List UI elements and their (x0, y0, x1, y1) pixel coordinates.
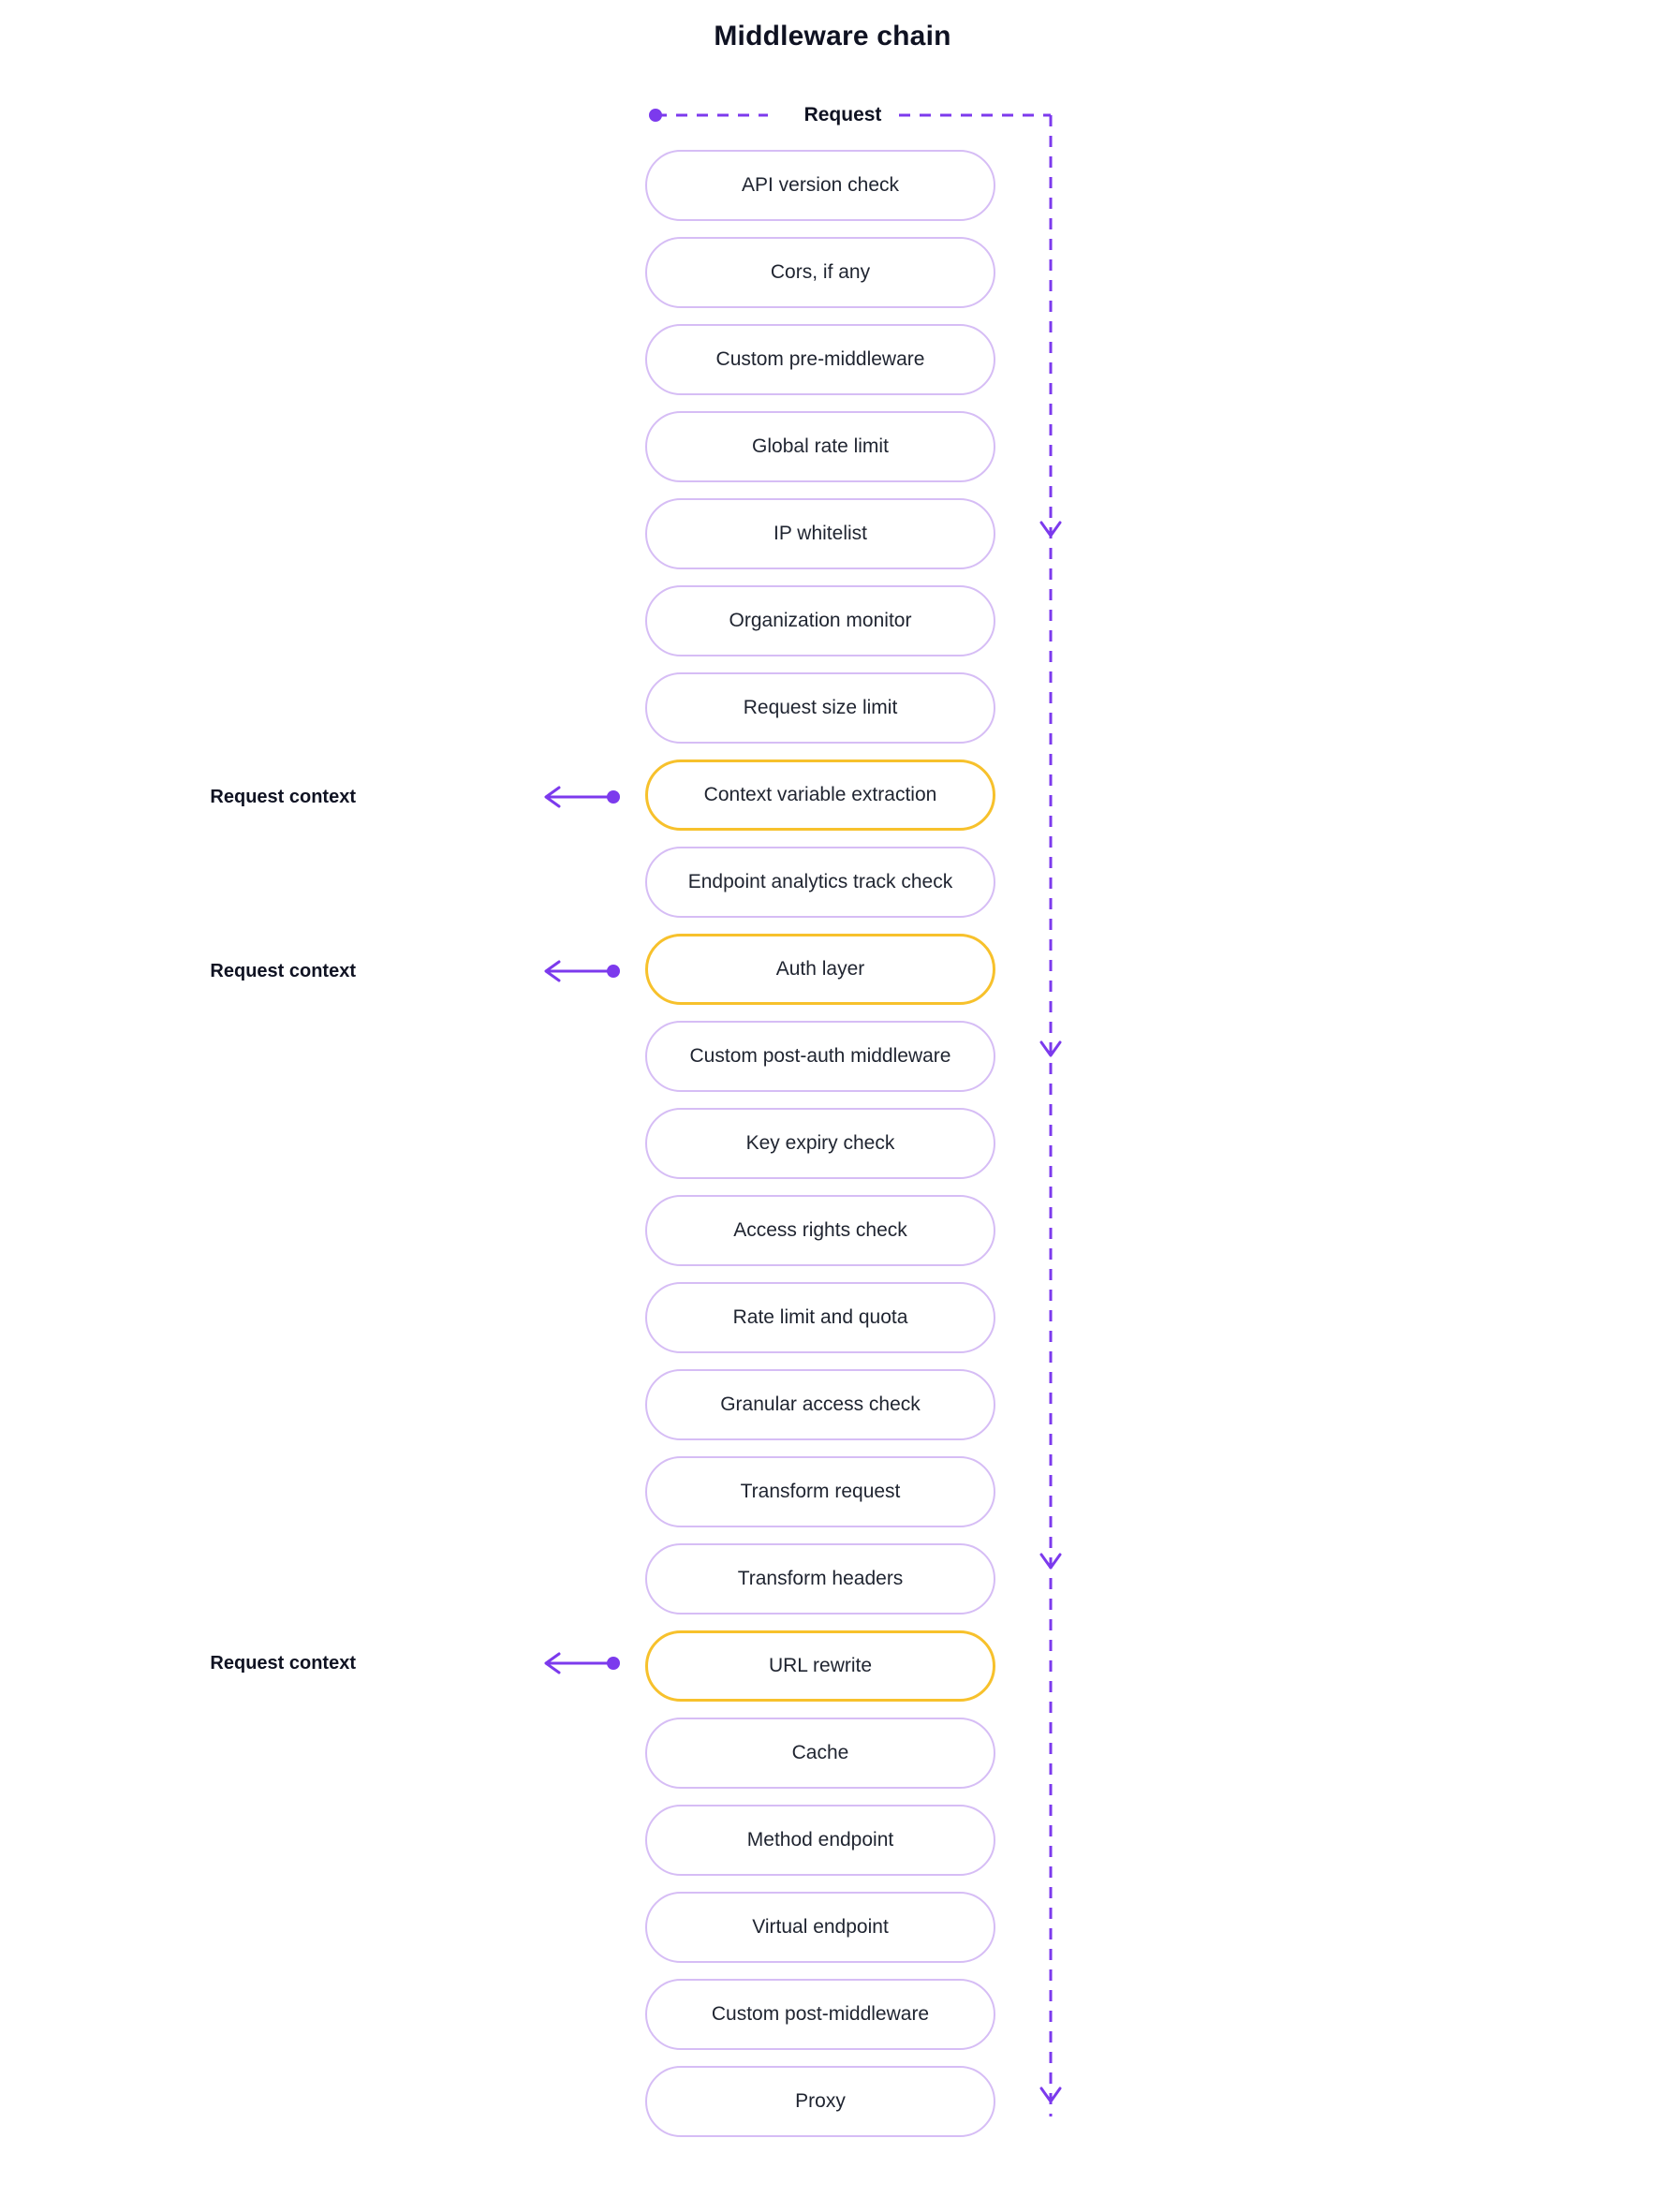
context-connector-3 (544, 1652, 620, 1674)
middleware-node[interactable]: Method endpoint (645, 1805, 995, 1876)
rail-chevron-2 (1039, 1040, 1062, 1057)
rail-chevron-4 (1039, 2087, 1062, 2103)
middleware-node[interactable]: Organization monitor (645, 585, 995, 656)
middleware-node[interactable]: Transform headers (645, 1543, 995, 1615)
context-connector-1 (544, 786, 620, 808)
middleware-node[interactable]: Cors, if any (645, 237, 995, 308)
middleware-node[interactable]: Access rights check (645, 1195, 995, 1266)
middleware-node[interactable]: Rate limit and quota (645, 1282, 995, 1353)
middleware-node[interactable]: IP whitelist (645, 498, 995, 569)
middleware-node[interactable]: URL rewrite (645, 1630, 995, 1702)
middleware-node[interactable]: Auth layer (645, 934, 995, 1005)
middleware-node[interactable]: Cache (645, 1718, 995, 1789)
middleware-node[interactable]: Endpoint analytics track check (645, 847, 995, 918)
middleware-node[interactable]: Request size limit (645, 672, 995, 744)
middleware-node[interactable]: Context variable extraction (645, 759, 995, 831)
rail-chevron-1 (1039, 521, 1062, 538)
request-context-label-3: Request context (210, 1653, 356, 1674)
page-title: Middleware chain (714, 21, 951, 52)
context-connector-2 (544, 960, 620, 982)
middleware-node[interactable]: Granular access check (645, 1369, 995, 1440)
rail-chevron-3 (1039, 1553, 1062, 1570)
middleware-node[interactable]: Custom pre-middleware (645, 324, 995, 395)
request-context-label-2: Request context (210, 961, 356, 981)
middleware-node[interactable]: Custom post-auth middleware (645, 1021, 995, 1092)
middleware-node[interactable]: API version check (645, 150, 995, 221)
middleware-node[interactable]: Custom post-middleware (645, 1979, 995, 2050)
middleware-node[interactable]: Virtual endpoint (645, 1892, 995, 1963)
middleware-node[interactable]: Global rate limit (645, 411, 995, 482)
middleware-node[interactable]: Proxy (645, 2066, 995, 2137)
middleware-node[interactable]: Transform request (645, 1456, 995, 1527)
request-row: Request (562, 101, 1124, 129)
middleware-node[interactable]: Key expiry check (645, 1108, 995, 1179)
request-label: Request (803, 104, 882, 125)
request-context-label-1: Request context (210, 787, 356, 807)
